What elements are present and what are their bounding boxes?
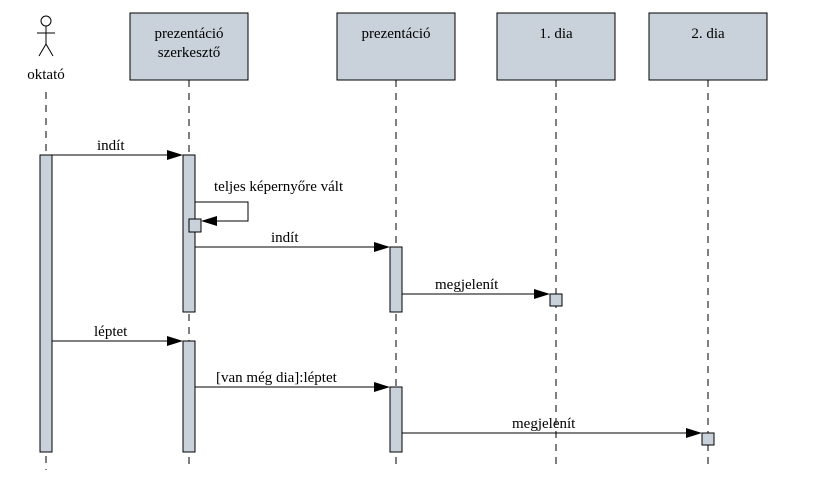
message-fullscreen bbox=[195, 201, 249, 226]
activation-presentation-1 bbox=[389, 246, 403, 313]
object-slide-2-label: 2. dia bbox=[691, 26, 725, 42]
activation-slide-2 bbox=[701, 432, 715, 446]
message-step-presentation-label: [van még dia]:léptet bbox=[216, 370, 338, 386]
message-show-slide-2-label: megjelenít bbox=[512, 416, 576, 432]
object-editor-label-line1: prezentáció bbox=[154, 26, 223, 42]
object-box-slide-1 bbox=[496, 12, 616, 81]
message-fullscreen-label: teljes képernyőre vált bbox=[214, 179, 344, 195]
message-start-editor bbox=[52, 150, 183, 160]
object-presentation-label: prezentáció bbox=[361, 26, 430, 42]
message-start-editor-label: indít bbox=[97, 138, 125, 154]
message-start-presentation bbox=[195, 242, 390, 252]
actor-label: oktató bbox=[27, 67, 65, 83]
object-editor-label-line2: szerkesztő bbox=[158, 45, 220, 61]
object-box-presentation bbox=[336, 12, 456, 81]
object-box-slide-2 bbox=[648, 12, 768, 81]
object-box-editor bbox=[129, 12, 249, 81]
message-start-presentation-label: indít bbox=[271, 230, 299, 246]
activation-editor-1 bbox=[182, 154, 196, 313]
message-step-editor bbox=[52, 336, 183, 346]
message-step-presentation bbox=[195, 382, 390, 392]
message-show-slide-2 bbox=[402, 428, 702, 438]
activation-editor-nested bbox=[188, 218, 202, 233]
message-show-slide-1-label: megjelenít bbox=[435, 277, 499, 293]
activation-presentation-2 bbox=[389, 386, 403, 453]
activation-slide-1 bbox=[549, 293, 563, 307]
object-slide-1-label: 1. dia bbox=[539, 26, 573, 42]
message-show-slide-1 bbox=[402, 289, 550, 299]
activation-actor bbox=[39, 154, 53, 453]
activation-editor-2 bbox=[182, 340, 196, 453]
actor-icon bbox=[37, 15, 55, 57]
message-step-editor-label: léptet bbox=[94, 324, 128, 340]
